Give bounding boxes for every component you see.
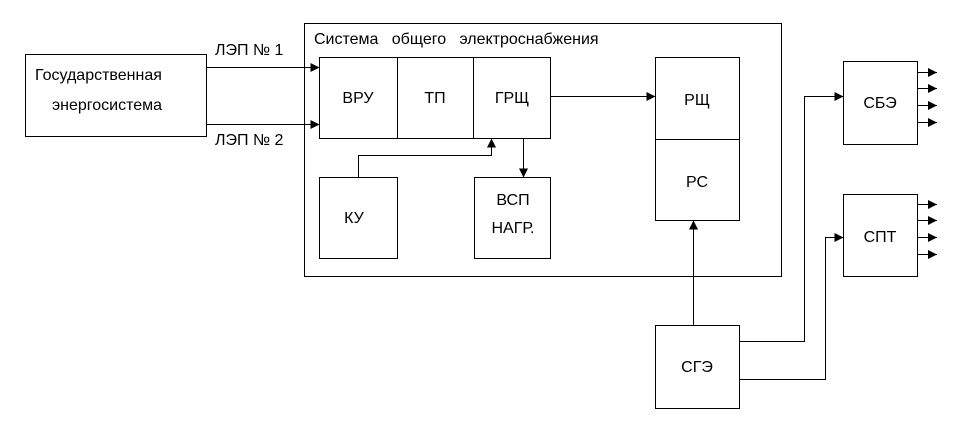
spt-box — [843, 194, 918, 277]
state-grid-label-line2: энергосистема — [52, 97, 162, 114]
sge-to-spt-arrow — [739, 233, 844, 380]
tp-label: ТП — [424, 90, 445, 107]
rs-label: РС — [686, 174, 708, 191]
vsp-load-box — [474, 177, 551, 259]
state-grid-box — [25, 54, 207, 137]
vru-tp-grsch-block — [319, 57, 551, 139]
sbe-label: СБЭ — [863, 95, 896, 112]
sbe-box — [843, 61, 918, 145]
ku-label: КУ — [344, 210, 365, 227]
system-title: Система общего электроснабжения — [314, 31, 599, 48]
sge-to-sbe-arrow — [739, 92, 844, 342]
sge-box — [655, 325, 740, 409]
vsp-label-line2: НАГР. — [492, 220, 535, 237]
spt-label: СПТ — [864, 229, 897, 246]
sge-label: СГЭ — [681, 359, 713, 376]
rsch-label: РЩ — [684, 92, 710, 109]
line1-label: ЛЭП № 1 — [215, 42, 284, 59]
state-grid-label-line1: Государственная — [35, 67, 162, 84]
general-supply-system-frame — [304, 23, 782, 277]
vsp-label-line1: ВСП — [496, 192, 529, 209]
vru-label: ВРУ — [342, 90, 374, 107]
ku-to-grsch-arrow — [358, 138, 496, 178]
grsch-label: ГРЩ — [495, 90, 529, 107]
line2-label: ЛЭП № 2 — [215, 132, 284, 149]
